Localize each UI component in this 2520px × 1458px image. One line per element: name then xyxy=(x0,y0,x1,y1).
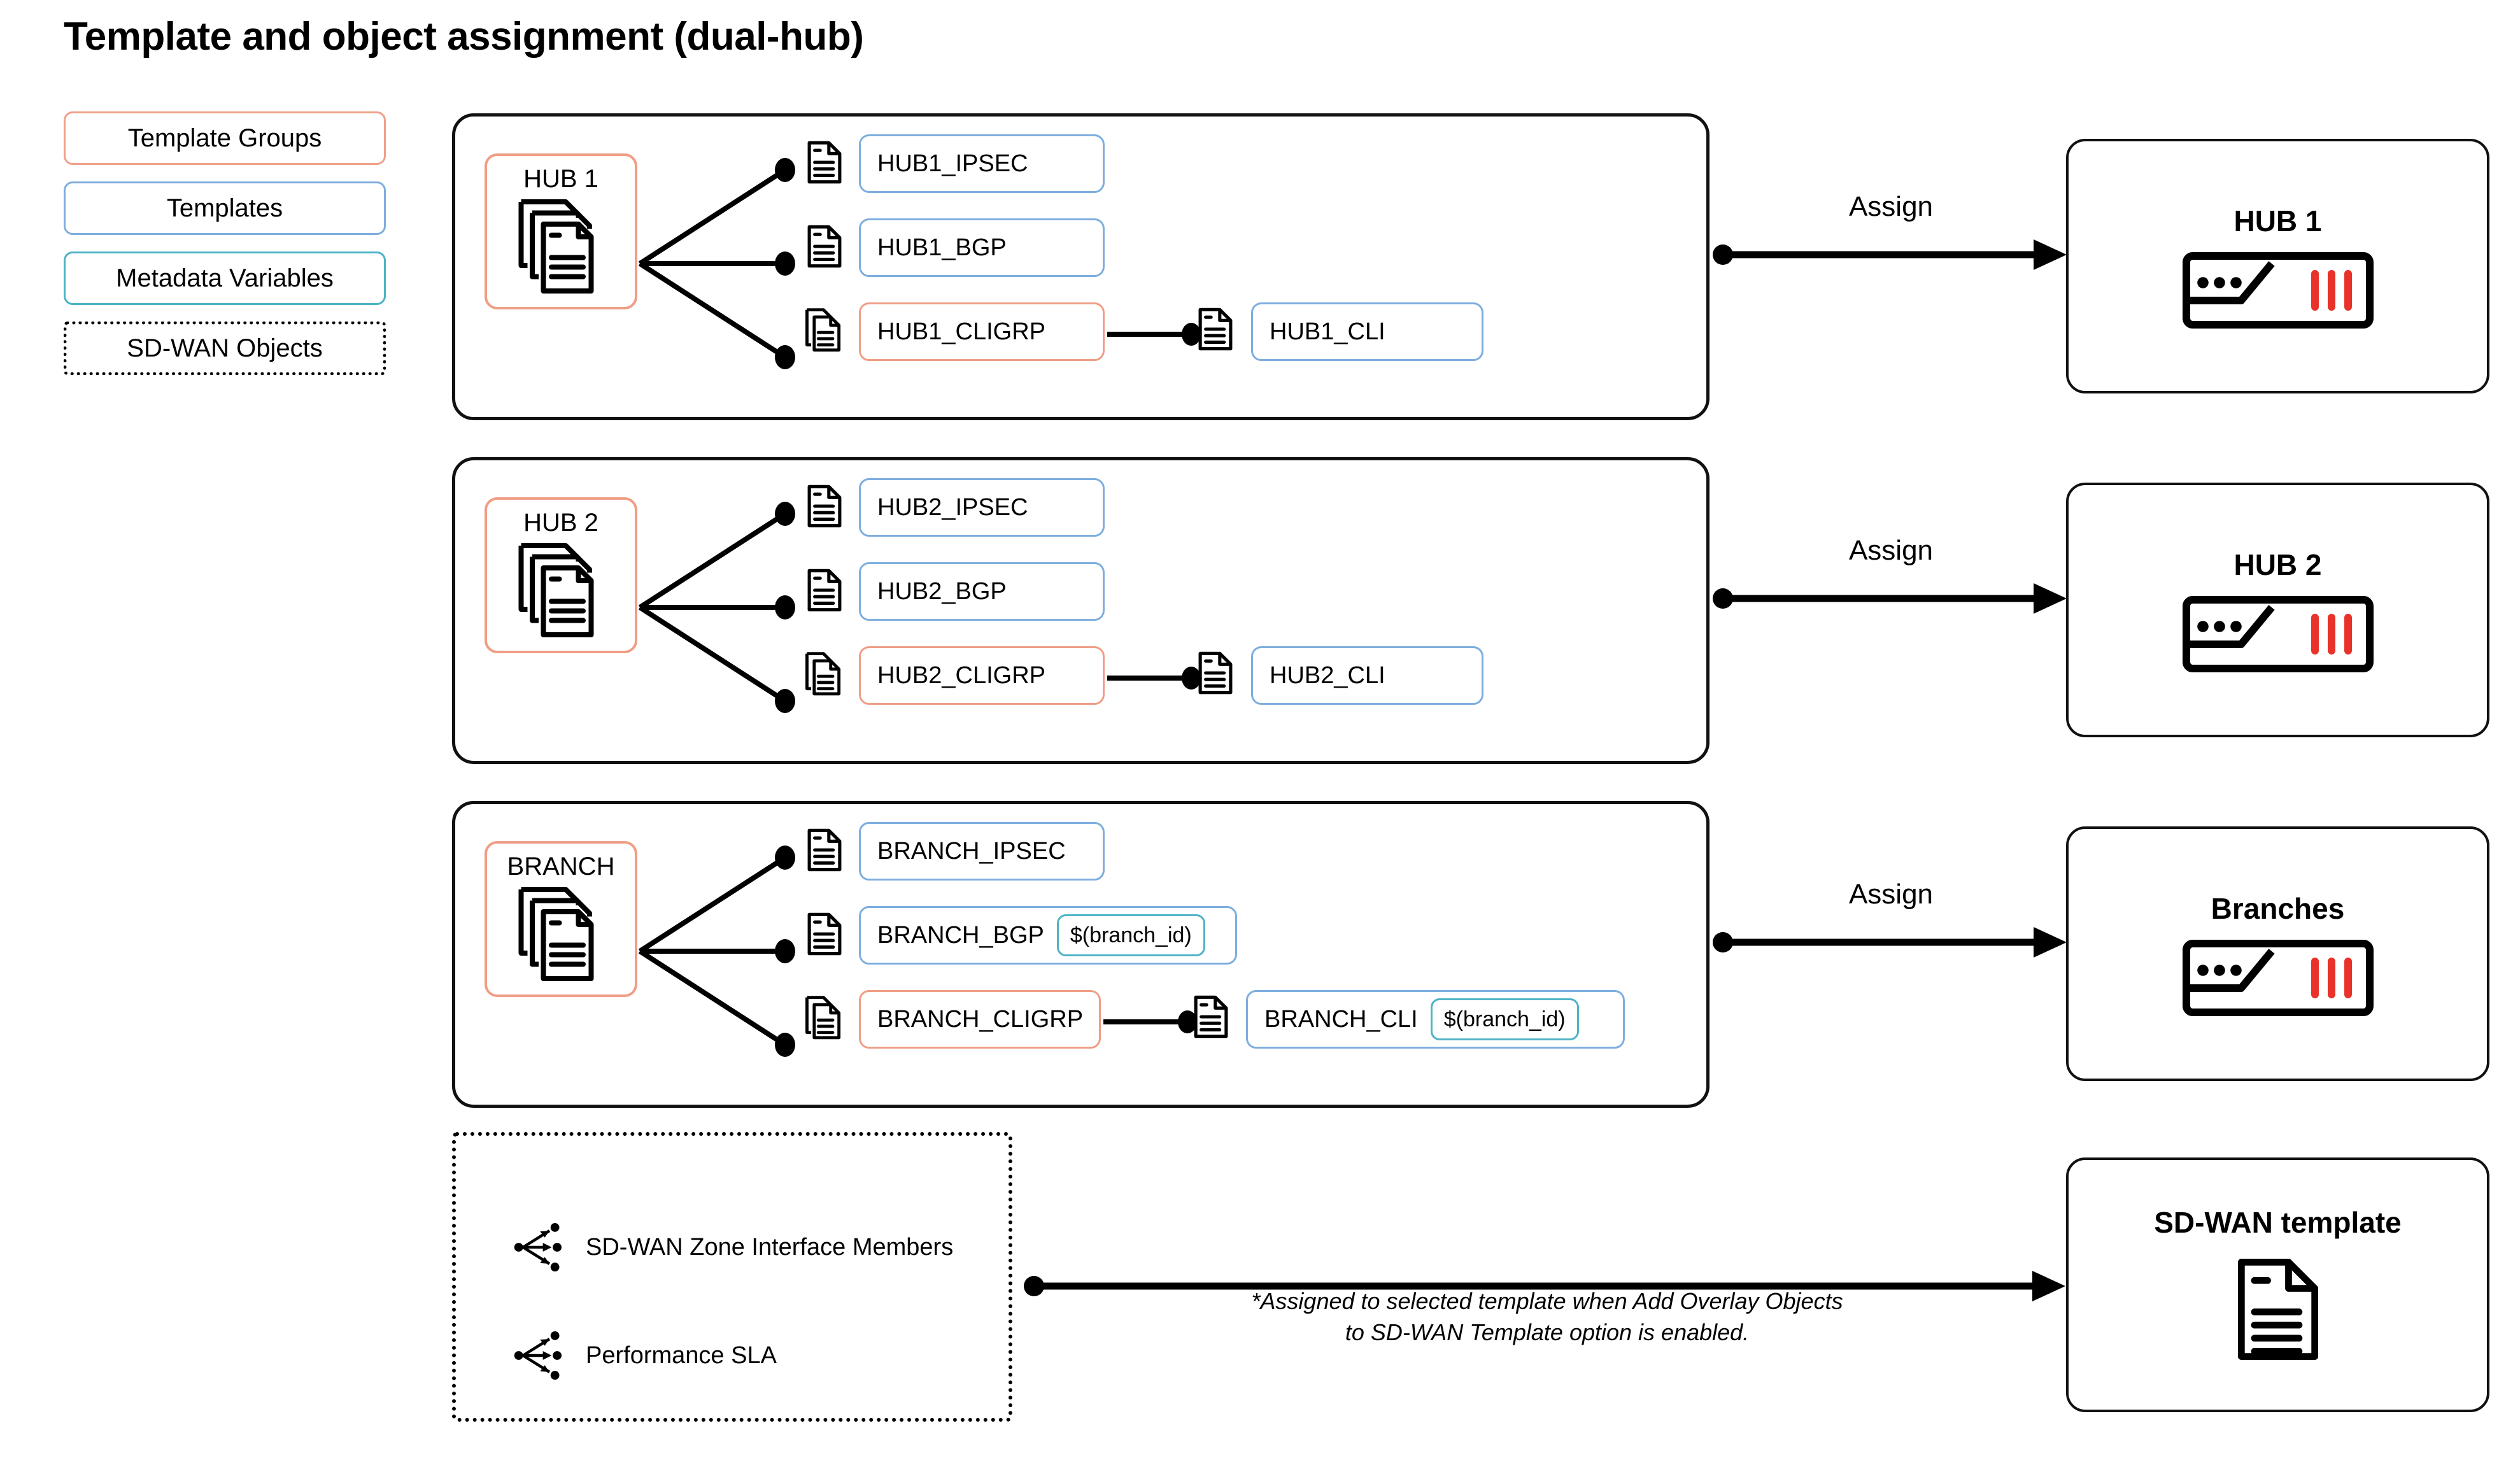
assign-label: Assign xyxy=(1848,535,1934,566)
legend-label: Templates xyxy=(166,194,283,222)
template-box-branch-ipsec[interactable]: BRANCH_IPSEC xyxy=(859,822,1105,881)
document-stack-icon xyxy=(513,195,609,297)
template-label: HUB1_CLIGRP xyxy=(877,318,1045,345)
assign-label: Assign xyxy=(1848,879,1934,910)
assign-connector-sdwan-template xyxy=(1024,1268,2068,1304)
template-box-hub2-cli[interactable]: HUB2_CLI xyxy=(1251,646,1483,705)
sdwan-object-label: Performance SLA xyxy=(586,1341,777,1369)
assign-connector-hub1: Assign xyxy=(1713,191,2069,274)
document-icon xyxy=(806,827,843,873)
template-box-branch-cli[interactable]: BRANCH_CLI $(branch_id) xyxy=(1246,990,1625,1049)
metadata-variable-chip[interactable]: $(branch_id) xyxy=(1430,998,1579,1040)
template-box-hub1-cligrp[interactable]: HUB1_CLIGRP xyxy=(859,302,1105,361)
target-title: HUB 1 xyxy=(2233,204,2322,237)
child-connector xyxy=(1105,664,1207,692)
template-box-branch-bgp[interactable]: BRANCH_BGP $(branch_id) xyxy=(859,906,1237,965)
target-title: HUB 2 xyxy=(2233,548,2322,581)
template-label: HUB1_CLI xyxy=(1270,318,1385,345)
template-group-label: BRANCH xyxy=(507,853,615,881)
template-label: HUB2_BGP xyxy=(877,577,1007,605)
fanout-connector xyxy=(637,827,803,1075)
template-group-panel-hub1: HUB 1 xyxy=(452,113,1709,420)
firewall-device-icon xyxy=(2182,940,2374,1016)
document-icon xyxy=(806,483,843,529)
template-group-card-hub2[interactable]: HUB 2 xyxy=(485,497,637,653)
page-title: Template and object assignment (dual-hub… xyxy=(64,15,864,59)
target-title: Branches xyxy=(2211,892,2345,925)
assign-label: Assign xyxy=(1848,191,1934,222)
template-box-hub1-cli[interactable]: HUB1_CLI xyxy=(1251,302,1483,361)
child-connector xyxy=(1105,320,1207,348)
document-icon xyxy=(2233,1254,2323,1365)
document-stack-icon xyxy=(803,306,846,355)
document-icon xyxy=(806,139,843,185)
template-label: HUB1_BGP xyxy=(877,234,1007,261)
document-icon xyxy=(806,911,843,957)
template-box-hub1-bgp[interactable]: HUB1_BGP xyxy=(859,218,1105,277)
template-label: HUB1_IPSEC xyxy=(877,150,1028,177)
document-icon xyxy=(1197,650,1234,696)
document-icon xyxy=(1197,306,1234,352)
template-box-hub2-cligrp[interactable]: HUB2_CLIGRP xyxy=(859,646,1105,705)
legend-label: SD-WAN Objects xyxy=(127,334,323,362)
sdwan-object-label: SD-WAN Zone Interface Members xyxy=(586,1233,954,1261)
target-device-branches[interactable]: Branches xyxy=(2066,826,2489,1081)
legend-item-sdwan-objects[interactable]: SD-WAN Objects xyxy=(64,322,386,375)
firewall-device-icon xyxy=(2182,596,2374,672)
template-label: BRANCH_BGP xyxy=(877,921,1044,949)
metadata-variable-chip[interactable]: $(branch_id) xyxy=(1056,914,1205,956)
template-box-branch-cligrp[interactable]: BRANCH_CLIGRP xyxy=(859,990,1101,1049)
legend-item-template-groups[interactable]: Template Groups xyxy=(64,111,386,165)
template-group-label: HUB 2 xyxy=(523,509,598,537)
template-group-panel-branch: BRANCH BRANCH_IPSEC BRANCH_BGP $(branch_… xyxy=(452,801,1709,1108)
target-device-hub1[interactable]: HUB 1 xyxy=(2066,139,2489,393)
fanout-connector xyxy=(637,139,803,388)
target-sdwan-template[interactable]: SD-WAN template xyxy=(2066,1157,2489,1412)
template-group-card-hub1[interactable]: HUB 1 xyxy=(485,153,637,309)
document-stack-icon xyxy=(803,994,846,1042)
fan-out-icon xyxy=(513,1331,562,1380)
document-icon xyxy=(806,567,843,613)
legend: Template Groups Templates Metadata Varia… xyxy=(64,111,388,375)
document-icon xyxy=(1193,994,1229,1040)
legend-item-metadata-variables[interactable]: Metadata Variables xyxy=(64,251,386,305)
document-stack-icon xyxy=(513,883,609,985)
child-connector xyxy=(1101,1008,1203,1036)
template-label: HUB2_CLI xyxy=(1270,662,1385,689)
template-group-label: HUB 1 xyxy=(523,165,598,193)
template-label: HUB2_IPSEC xyxy=(877,493,1028,521)
document-stack-icon xyxy=(513,539,609,641)
template-group-panel-hub2: HUB 2 HUB2_IPSEC HUB2_BGP HUB2_CLIGRP HU… xyxy=(452,457,1709,764)
template-label: BRANCH_CLI xyxy=(1264,1005,1418,1033)
template-group-card-branch[interactable]: BRANCH xyxy=(485,841,637,997)
template-label: BRANCH_CLIGRP xyxy=(877,1005,1084,1033)
legend-label: Template Groups xyxy=(127,124,322,152)
assign-connector-branch: Assign xyxy=(1713,879,2069,961)
sdwan-object-row[interactable]: Performance SLA xyxy=(513,1331,953,1380)
target-device-hub2[interactable]: HUB 2 xyxy=(2066,483,2489,737)
sdwan-assignment-note: *Assigned to selected template when Add … xyxy=(1251,1288,1843,1345)
template-box-hub2-ipsec[interactable]: HUB2_IPSEC xyxy=(859,478,1105,537)
fan-out-icon xyxy=(513,1223,562,1271)
document-icon xyxy=(806,223,843,269)
template-label: BRANCH_IPSEC xyxy=(877,837,1066,865)
target-title: SD-WAN template xyxy=(2154,1205,2402,1239)
template-box-hub2-bgp[interactable]: HUB2_BGP xyxy=(859,562,1105,621)
fanout-connector xyxy=(637,483,803,732)
sdwan-objects-panel: SD-WAN Zone Interface Members xyxy=(452,1132,1012,1422)
firewall-device-icon xyxy=(2182,252,2374,329)
sdwan-object-row[interactable]: SD-WAN Zone Interface Members xyxy=(513,1223,954,1271)
template-label: HUB2_CLIGRP xyxy=(877,662,1045,689)
document-stack-icon xyxy=(803,650,846,698)
assign-connector-hub2: Assign xyxy=(1713,535,2069,618)
template-box-hub1-ipsec[interactable]: HUB1_IPSEC xyxy=(859,134,1105,193)
legend-item-templates[interactable]: Templates xyxy=(64,181,386,235)
legend-label: Metadata Variables xyxy=(116,264,334,292)
